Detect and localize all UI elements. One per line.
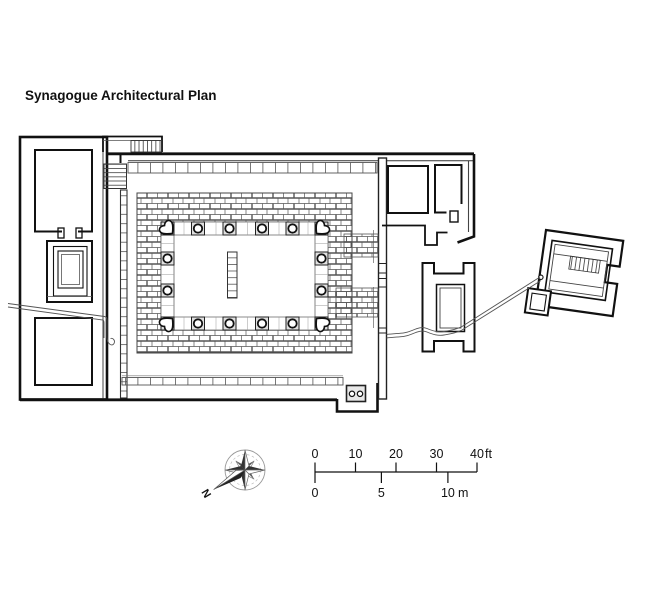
north-terrace — [102, 135, 163, 153]
east-paving-north — [343, 233, 379, 258]
compass-north-label: N — [200, 486, 214, 499]
left-wing — [18, 135, 109, 401]
room — [387, 165, 429, 214]
double-basin — [345, 384, 367, 403]
east-wall — [373, 157, 388, 400]
column — [190, 221, 206, 236]
heart-column — [310, 218, 332, 240]
compass-rose: N — [200, 449, 266, 499]
west-stairs — [103, 163, 127, 189]
scale-bar — [314, 462, 478, 483]
mikveh-annex — [523, 286, 553, 317]
colonnade — [157, 218, 332, 334]
scale-labels: 0 10 20 30 40 ft 0 5 10 m — [312, 447, 493, 500]
column — [160, 283, 175, 298]
compass-needle — [213, 469, 247, 490]
scale-label-m: 0 — [312, 486, 319, 500]
bimah-steps — [227, 251, 238, 299]
compass-star — [213, 449, 266, 491]
column — [160, 251, 175, 266]
column — [222, 316, 237, 331]
scale-label-ft: 20 — [389, 447, 403, 461]
scale-label-m: 5 — [378, 486, 385, 500]
north-stairs — [130, 140, 162, 153]
scale-tick — [314, 462, 478, 472]
west-wall — [119, 189, 128, 399]
basin-hole — [348, 390, 356, 398]
column — [190, 316, 206, 331]
column — [285, 221, 300, 236]
scale-label-ft: 40 — [470, 447, 484, 461]
east-paving-south — [335, 287, 379, 318]
column — [222, 221, 237, 236]
column — [285, 316, 300, 331]
water-channel-west — [7, 303, 115, 346]
basin-hole — [356, 390, 364, 398]
bench-row — [127, 162, 378, 174]
channel-outlet-circle — [538, 274, 544, 280]
scale-unit-m: m — [458, 486, 468, 500]
courtyard-structure — [421, 262, 476, 353]
left-wing-room-south — [34, 317, 93, 386]
heart-column — [157, 312, 179, 334]
column — [314, 283, 329, 298]
column — [254, 316, 270, 331]
heart-column — [310, 312, 332, 334]
left-wing-room-north — [34, 149, 93, 233]
heart-column — [157, 218, 179, 240]
scale-label-ft: 30 — [430, 447, 444, 461]
south-bay — [335, 383, 379, 413]
scale-unit-ft: ft — [485, 447, 492, 461]
colonnade-slabs — [160, 221, 329, 331]
scale-label-m: 10 — [441, 486, 455, 500]
mikveh-structure — [523, 228, 625, 318]
main-hall — [20, 152, 474, 413]
scale-label-ft: 10 — [349, 447, 363, 461]
scale-tick — [314, 472, 449, 483]
column — [314, 251, 329, 266]
column — [254, 221, 270, 236]
water-channel-east — [386, 276, 542, 339]
south-row — [121, 377, 344, 386]
northeast-rooms — [382, 154, 476, 246]
mikveh-pool — [543, 239, 614, 302]
room — [434, 164, 463, 214]
page-title: Synagogue Architectural Plan — [25, 88, 217, 103]
mikveh-stairs — [568, 255, 601, 274]
scale-label-ft: 0 — [312, 447, 319, 461]
torah-shrine — [46, 240, 93, 303]
